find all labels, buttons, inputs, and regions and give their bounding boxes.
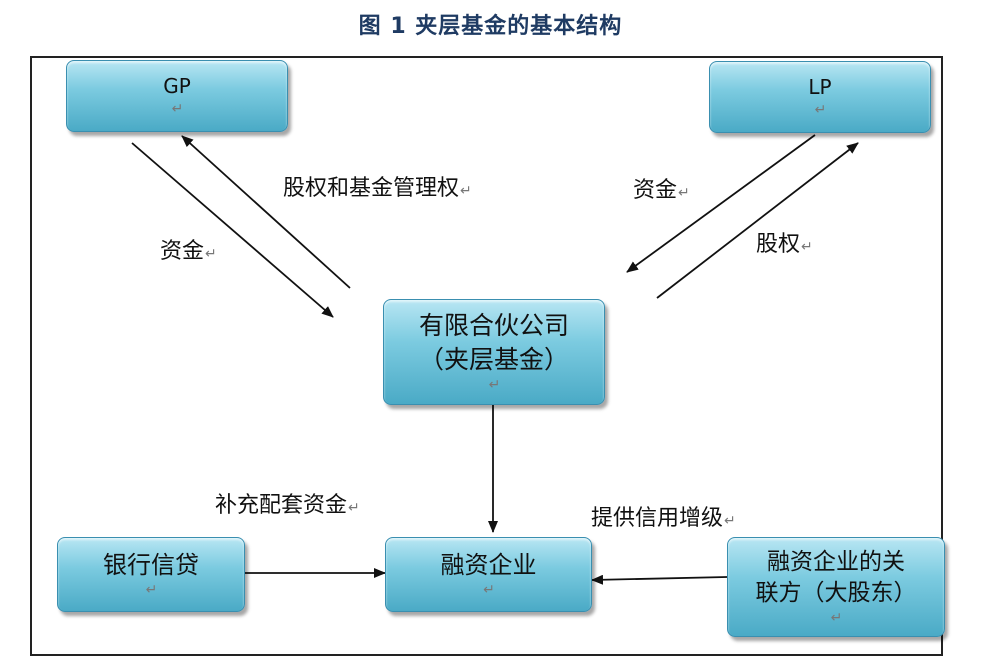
node-financing-company: 融资企业↵ bbox=[385, 537, 592, 612]
node-gp: GP↵ bbox=[66, 60, 288, 132]
node-related-party: 融资企业的关 联方（大股东）↵ bbox=[727, 537, 945, 637]
node-partnership: 有限合伙公司 （夹层基金）↵ bbox=[383, 299, 605, 405]
node-bank-credit-label: 银行信贷 bbox=[103, 550, 199, 579]
arrow-lp-to-partnership bbox=[626, 134, 816, 273]
label-credit-enhancement: 提供信用增级↵ bbox=[591, 506, 736, 531]
node-financing-company-label: 融资企业 bbox=[440, 550, 537, 579]
label-lp-funds: 资金↵ bbox=[633, 178, 690, 203]
node-bank-credit: 银行信贷↵ bbox=[57, 537, 245, 612]
label-gp-funds: 资金↵ bbox=[160, 239, 217, 264]
arrow-partnership-to-lp bbox=[656, 142, 859, 299]
node-related-party-line2: 联方（大股东） bbox=[755, 579, 917, 606]
node-lp: LP↵ bbox=[709, 61, 931, 133]
node-lp-label: LP bbox=[808, 75, 832, 100]
arrow-gp-to-partnership bbox=[131, 142, 334, 318]
label-supplementary-funds: 补充配套资金↵ bbox=[215, 493, 360, 518]
node-gp-label: GP bbox=[163, 74, 191, 99]
node-partnership-line1: 有限合伙公司 bbox=[418, 310, 569, 340]
node-partnership-line2: （夹层基金） bbox=[418, 344, 569, 374]
arrow-related-to-financing bbox=[591, 574, 728, 585]
label-lp-equity: 股权↵ bbox=[756, 232, 813, 257]
arrow-partnership-to-gp bbox=[181, 135, 351, 289]
figure-title: 图 1 夹层基金的基本结构 bbox=[358, 14, 623, 39]
label-gp-rights: 股权和基金管理权↵ bbox=[283, 176, 472, 201]
node-related-party-line1: 融资企业的关 bbox=[767, 548, 905, 575]
